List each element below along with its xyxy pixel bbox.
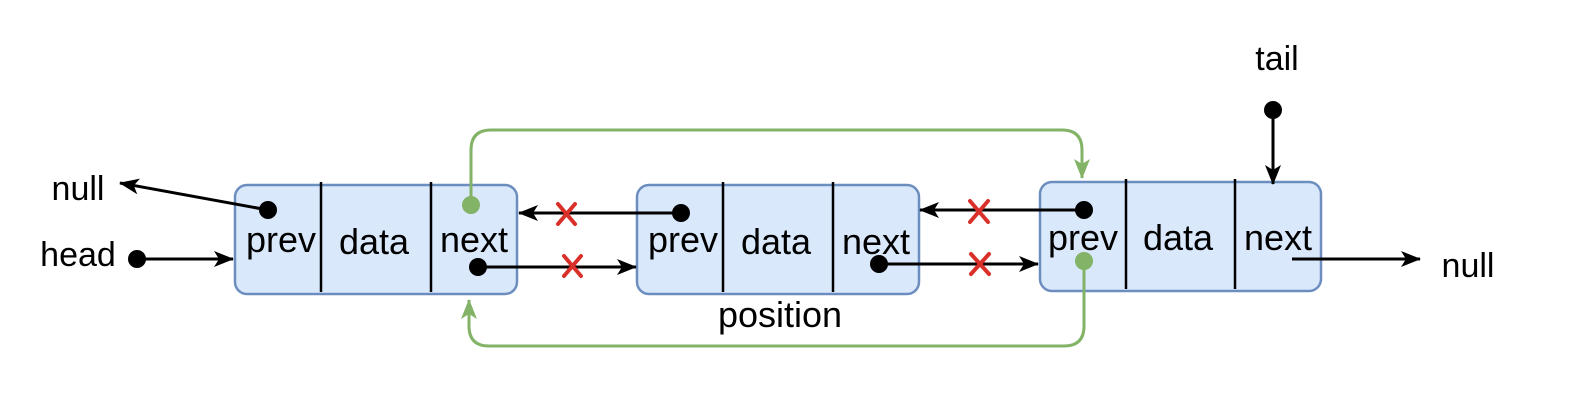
new-next-arrow <box>469 128 1090 205</box>
removed-link-x-mark <box>562 254 583 278</box>
node-3-next-label: next <box>1244 217 1312 258</box>
node-3: prev data next <box>1038 179 1323 293</box>
node-2-next-label: next <box>842 221 910 262</box>
node-3-box <box>1038 180 1323 293</box>
node-1-next-label: next <box>440 219 508 260</box>
right-null-label: null <box>1442 247 1495 285</box>
node-2-data-label: data <box>741 221 812 262</box>
node-2-box <box>635 183 921 296</box>
tail-label: tail <box>1255 40 1298 78</box>
new-prev-arrow <box>461 261 1086 348</box>
node-1: prev data next <box>233 182 519 296</box>
node-1-next-pointer <box>469 254 637 278</box>
head-pointer <box>128 250 234 268</box>
node-1-prev-arrow <box>119 178 269 212</box>
tail-pointer <box>1264 101 1282 185</box>
new-prev-link <box>461 252 1093 348</box>
head-label: head <box>40 236 116 274</box>
node-1-data-label: data <box>339 221 410 262</box>
left-null-label: null <box>52 170 105 208</box>
removed-link-x-mark <box>556 202 577 226</box>
removed-link-x-mark <box>969 252 991 276</box>
node-1-prev-pointer <box>119 178 277 219</box>
node-2-next-pointer <box>870 252 1039 276</box>
node-3-prev-pointer <box>919 199 1093 224</box>
node-1-box <box>233 183 519 296</box>
node-2-prev-label: prev <box>648 219 718 260</box>
node-2-caption: position <box>718 294 842 335</box>
node-3-prev-label: prev <box>1048 217 1118 258</box>
new-next-link <box>462 128 1090 214</box>
removed-link-x-mark <box>968 199 990 224</box>
node-1-prev-label: prev <box>246 219 316 260</box>
node-2-prev-pointer <box>518 202 690 226</box>
node-2: prev data next position <box>635 182 921 335</box>
node-3-data-label: data <box>1143 217 1214 258</box>
